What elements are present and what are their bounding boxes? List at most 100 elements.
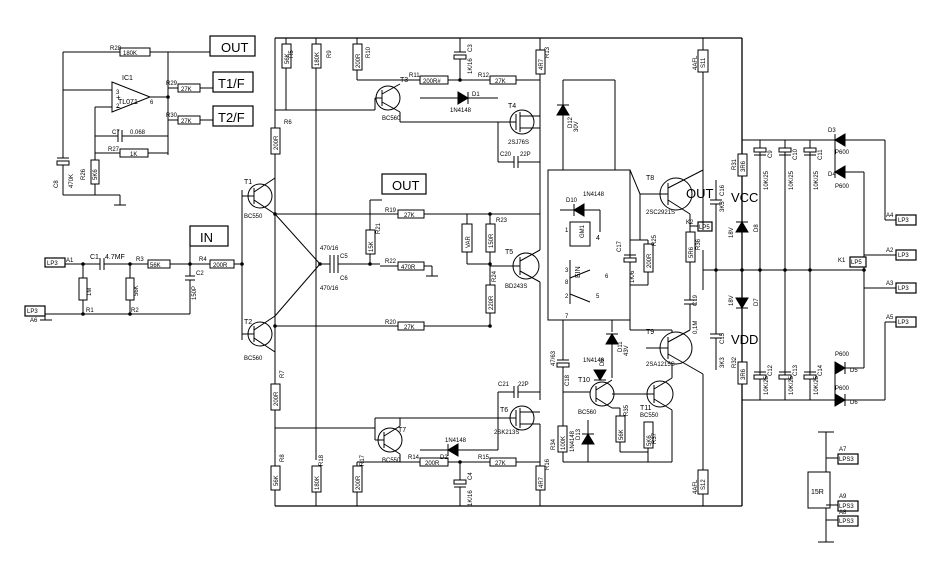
- d3-part: P600: [835, 150, 850, 156]
- connector-a2: [895, 249, 917, 261]
- d13-diode-icon: [581, 433, 595, 445]
- r1-ref: R1: [86, 308, 94, 314]
- d11-part: 43V: [624, 345, 630, 356]
- r22-ref: R22: [385, 259, 397, 265]
- t3-part: BC560: [382, 116, 401, 122]
- t2f-flag: [212, 105, 254, 127]
- connector-a2-pin: A2: [886, 248, 894, 254]
- relay-pin-8: 8: [565, 280, 569, 286]
- connector-a2-name: LP3: [898, 253, 909, 259]
- c9-ref: C9: [768, 150, 774, 158]
- r26-ref: R26: [81, 168, 87, 180]
- c9-value: 10K/25: [764, 170, 770, 190]
- r30-value: 27K: [181, 119, 192, 125]
- relay-pin-5: 5: [596, 294, 600, 300]
- svg-text:+: +: [116, 93, 121, 102]
- vas-stage: VAR 150R R23 220R R24 T5 BD243S: [424, 212, 541, 400]
- connector-a6-pin: A6: [30, 318, 38, 324]
- d2-part: 1N4148: [445, 438, 467, 444]
- c12-value: 10K/25: [764, 375, 770, 395]
- c1-value: 4.7MF: [105, 254, 125, 261]
- r22-value: 470R: [401, 265, 416, 271]
- r18-ref: R18: [319, 454, 325, 466]
- r24-value: 220R: [489, 295, 495, 310]
- r26-value: 5K6: [93, 169, 99, 180]
- r35-value: 56K: [619, 429, 625, 440]
- c3-ref: C3: [468, 44, 474, 52]
- c17-ref: C17: [617, 240, 623, 252]
- c15-value: 3K3: [720, 357, 726, 368]
- r29-ref: R29: [166, 81, 178, 87]
- d12-ref: D12: [568, 116, 574, 128]
- t9-ref: T9: [646, 329, 654, 336]
- r1-value: 1M: [87, 288, 93, 296]
- r12-ref: R12: [478, 73, 490, 79]
- d9-diode-icon: [593, 369, 607, 381]
- connector-a8-pin: A8: [839, 510, 847, 516]
- c18-ref: C18: [565, 374, 571, 386]
- r34-value: 100K: [561, 436, 567, 450]
- r17-ref: R17: [360, 454, 366, 466]
- connector-a3-name: LP3: [898, 286, 909, 292]
- svg-text:6: 6: [150, 100, 154, 106]
- connector-a8-name: LPS3: [839, 519, 854, 525]
- bias-resistors: 56K R5 200R R6 180K R9 200R R7 56K R8 18…: [270, 38, 375, 506]
- r7-value: 200R: [274, 391, 280, 406]
- r37-ref: R37: [652, 432, 658, 444]
- c7-value: 0.068: [130, 130, 146, 136]
- c14-value: 10K/25: [814, 375, 820, 395]
- r4-ref: R4: [199, 257, 207, 263]
- r32-value: 3R6: [741, 368, 747, 380]
- r21-value: 15K: [369, 241, 375, 252]
- d13-part: 1N4148: [570, 430, 576, 452]
- s11-ref: S11: [701, 57, 707, 68]
- r7-ref: R7: [280, 370, 286, 378]
- c4-value: 1K/16: [468, 490, 474, 506]
- d9-part: 1N4148: [583, 358, 605, 364]
- svg-text:3: 3: [116, 90, 120, 96]
- connector-a6: [24, 305, 46, 317]
- feedback-network: 470/16 C5 C6 470/16 15K R21 OUT 470R R22…: [318, 173, 438, 331]
- d7-zener-icon: [735, 297, 749, 309]
- d12-zener-icon: [556, 104, 570, 116]
- t5-part: BD243S: [505, 284, 527, 290]
- d10-diode-icon: [573, 203, 585, 217]
- c7-ref: C7: [112, 130, 120, 136]
- r34-ref: R34: [551, 438, 557, 450]
- c15-ref: C15: [720, 332, 726, 344]
- t10-transistor-icon: [589, 381, 615, 407]
- t8-part: 2SC2921S: [646, 210, 675, 216]
- t9-part: 2SA1215S: [646, 362, 675, 368]
- r19-ref: R19: [385, 208, 397, 214]
- c10-value: 10K/25: [789, 170, 795, 190]
- r5-value: 56K: [285, 53, 291, 64]
- r15r-value: 15R: [811, 489, 824, 496]
- d3-ref: D3: [828, 128, 836, 134]
- r17-value: 200R: [356, 475, 362, 490]
- d1-ref: D1: [472, 92, 480, 98]
- d2-diode-icon: [447, 443, 459, 457]
- r25-value: 200R: [647, 253, 653, 268]
- r37-value: 5K6: [647, 435, 653, 446]
- r3-value: 56K: [150, 263, 161, 269]
- connector-a3: [895, 282, 917, 294]
- connector-a3-pin: A3: [886, 281, 894, 287]
- out-label: OUT: [686, 186, 714, 201]
- d4-ref: D4: [828, 172, 836, 178]
- svg-text:−: −: [116, 103, 121, 112]
- r33-value: 5R6: [689, 246, 695, 258]
- c13-value: 10K/25: [789, 375, 795, 395]
- c1-ref: C1: [90, 254, 99, 261]
- c2-ref: C2: [196, 271, 204, 277]
- r14-ref: R14: [408, 455, 420, 461]
- d8-ref: D8: [754, 224, 760, 232]
- s12-value: 4AFL: [693, 479, 699, 494]
- c16-ref: C16: [720, 184, 726, 196]
- c21-value: 22P: [518, 382, 529, 388]
- connector-k2-name: LP5: [699, 225, 710, 231]
- r14-value: 200R: [425, 461, 440, 467]
- svg-text:2: 2: [116, 104, 120, 110]
- supply-section: VCC VDD 3R6 R31 3R6 R32 18V D8 18V D7: [729, 128, 917, 407]
- r11-ref: R11: [409, 73, 420, 79]
